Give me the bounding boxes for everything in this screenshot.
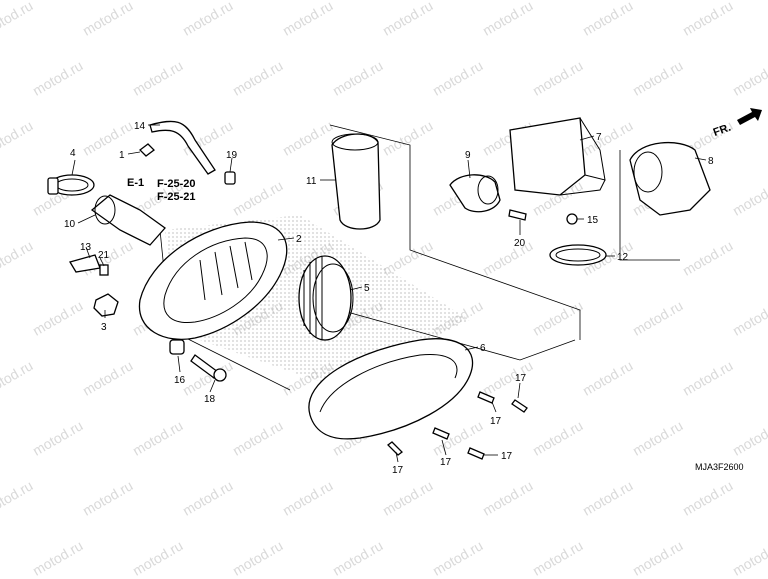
part-5-filter-rim: [312, 263, 354, 333]
part-17-screw-c: [432, 427, 450, 440]
part-19-clamp: [224, 171, 236, 185]
part-5-pleats: [303, 256, 323, 340]
part-10-tube: [90, 194, 166, 246]
callout-1: 1: [119, 150, 125, 161]
callout-17-a: 17: [490, 416, 502, 427]
frame-line-lower: [339, 309, 576, 361]
callout-13: 13: [80, 242, 92, 253]
part-17-screw-a: [477, 391, 495, 404]
part-14-tube: [149, 120, 216, 175]
part-13-tab: [69, 254, 101, 273]
callout-10: 10: [64, 219, 76, 230]
callout-8: 8: [708, 156, 714, 167]
part-6-cover-edge: [319, 353, 458, 413]
part-8-opening: [633, 151, 663, 193]
fr-arrow-icon: [737, 108, 762, 125]
part-3-grommet: [93, 293, 119, 317]
part-17-screw-e: [387, 441, 403, 456]
part-17-screw-d: [467, 447, 485, 460]
part-2-ribs: [199, 241, 253, 301]
reference-f2521: F-25-21: [157, 191, 196, 203]
diagram-code: MJA3F2600: [695, 462, 744, 472]
callout-3: 3: [101, 322, 107, 333]
part-15-nut: [566, 213, 578, 225]
part-6-cover: [308, 338, 474, 440]
callout-5: 5: [364, 283, 370, 294]
part-21-bolt: [99, 264, 109, 276]
part-11-duct-top: [331, 133, 379, 151]
callout-11: 11: [306, 176, 317, 187]
part-18-bolt: [190, 354, 219, 379]
callout-6: 6: [480, 343, 486, 354]
callout-20: 20: [514, 238, 526, 249]
part-16-grommet: [169, 339, 185, 355]
part-2-housing-inner: [163, 237, 268, 324]
callout-9: 9: [465, 150, 471, 161]
callout-17-c: 17: [392, 465, 404, 476]
callout-15: 15: [587, 215, 599, 226]
callout-12: 12: [617, 252, 629, 263]
callout-14: 14: [134, 121, 146, 132]
callout-7: 7: [596, 132, 602, 143]
frame-line-top: [329, 124, 581, 340]
part-4-screw: [47, 177, 59, 195]
part-9-elbow: [449, 174, 501, 213]
callout-16: 16: [174, 375, 186, 386]
part-9-opening: [477, 175, 499, 205]
part-2-housing: [138, 221, 288, 340]
part-18-head: [213, 368, 227, 382]
fr-direction-label: FR.: [712, 122, 733, 139]
part-11-duct: [331, 133, 381, 230]
part-7-box-side: [579, 117, 606, 181]
callout-18: 18: [204, 394, 216, 405]
frame-line-right: [619, 150, 680, 261]
callout-2: 2: [296, 234, 302, 245]
leader-lines: [71, 124, 707, 463]
part-8-duct: [629, 141, 711, 216]
part-17-screw-b: [511, 399, 528, 413]
part-10-ring: [94, 195, 116, 225]
part-7-box: [509, 117, 586, 196]
reference-f2520: F-25-20: [157, 178, 196, 190]
part-12-seal: [549, 244, 607, 266]
part-1-clip: [139, 143, 155, 157]
callout-21: 21: [98, 250, 110, 261]
part-20-bolt: [508, 209, 527, 221]
callout-19: 19: [226, 150, 238, 161]
part-5-filter: [298, 255, 352, 341]
part-12-seal-inner: [555, 248, 601, 262]
callout-4: 4: [70, 148, 76, 159]
part-7-box-lip: [559, 179, 606, 196]
callout-17-d: 17: [440, 457, 452, 468]
reference-e1: E-1: [127, 177, 144, 189]
callout-17-b: 17: [515, 373, 527, 384]
callout-17-e: 17: [501, 451, 513, 462]
